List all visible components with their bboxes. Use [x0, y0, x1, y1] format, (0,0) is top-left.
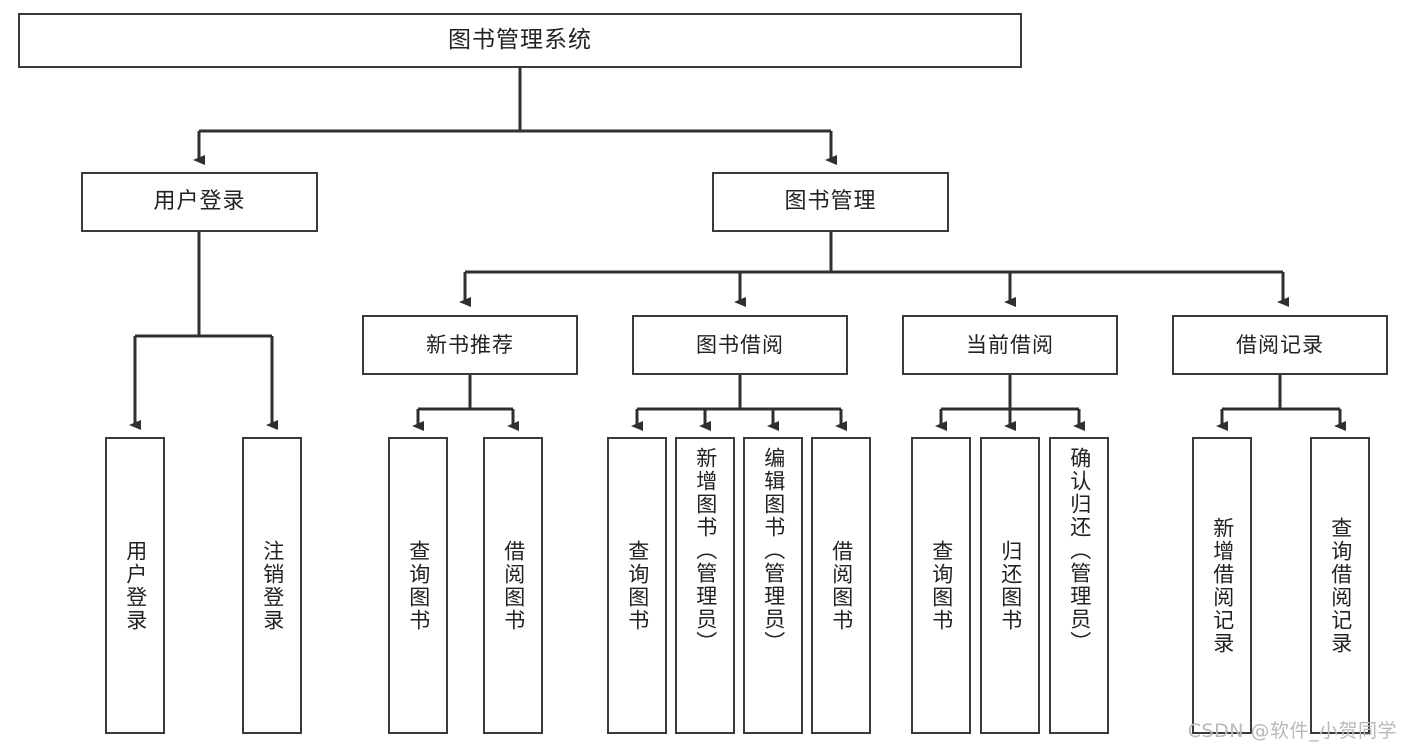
leaf-label: 确认归还（管理员）	[1067, 447, 1092, 654]
leaf-new-book-query-book[interactable]: 查询图书	[388, 437, 448, 734]
node-book-management[interactable]: 图书管理	[712, 172, 949, 232]
node-user-login[interactable]: 用户登录	[81, 172, 318, 232]
leaf-current-borrow-query-book[interactable]: 查询图书	[911, 437, 971, 734]
leaf-user-login-logout[interactable]: 注销登录	[242, 437, 302, 734]
node-current-borrow-label: 当前借阅	[966, 332, 1054, 357]
node-user-login-label: 用户登录	[153, 189, 246, 215]
leaf-label: 新增借阅记录	[1210, 516, 1235, 655]
leaf-label: 新增图书（管理员）	[693, 447, 718, 654]
leaf-label: 查询图书	[406, 539, 431, 632]
leaf-book-borrow-edit-book-admin[interactable]: 编辑图书（管理员）	[743, 437, 803, 734]
node-book-borrow[interactable]: 图书借阅	[632, 315, 848, 375]
leaf-book-borrow-query-book[interactable]: 查询图书	[607, 437, 667, 734]
leaf-label: 注销登录	[260, 539, 285, 632]
leaf-label: 借阅图书	[829, 539, 854, 632]
node-borrow-record[interactable]: 借阅记录	[1172, 315, 1388, 375]
leaf-label: 查询图书	[625, 539, 650, 632]
node-new-book-recommend-label: 新书推荐	[426, 332, 514, 357]
node-book-management-label: 图书管理	[784, 189, 877, 215]
leaf-current-borrow-return-book[interactable]: 归还图书	[980, 437, 1040, 734]
leaf-label: 编辑图书（管理员）	[761, 447, 786, 654]
leaf-label: 查询借阅记录	[1328, 516, 1353, 655]
leaf-new-book-borrow-book[interactable]: 借阅图书	[483, 437, 543, 734]
leaf-label: 用户登录	[123, 539, 148, 632]
node-root-book-management-system[interactable]: 图书管理系统	[18, 13, 1022, 68]
node-root-label: 图书管理系统	[448, 27, 592, 54]
csdn-watermark: CSDN @软件_小贺同学	[1187, 720, 1397, 742]
node-book-borrow-label: 图书借阅	[696, 332, 784, 357]
leaf-label: 查询图书	[929, 539, 954, 632]
leaf-label: 借阅图书	[501, 539, 526, 632]
node-new-book-recommend[interactable]: 新书推荐	[362, 315, 578, 375]
node-borrow-record-label: 借阅记录	[1236, 332, 1324, 357]
leaf-borrow-record-query-record[interactable]: 查询借阅记录	[1310, 437, 1370, 734]
node-current-borrow[interactable]: 当前借阅	[902, 315, 1118, 375]
leaf-current-borrow-confirm-return-admin[interactable]: 确认归还（管理员）	[1049, 437, 1109, 734]
leaf-book-borrow-borrow-book[interactable]: 借阅图书	[811, 437, 871, 734]
leaf-book-borrow-add-book-admin[interactable]: 新增图书（管理员）	[675, 437, 735, 734]
leaf-user-login-login[interactable]: 用户登录	[105, 437, 165, 734]
leaf-borrow-record-add-record[interactable]: 新增借阅记录	[1192, 437, 1252, 734]
leaf-label: 归还图书	[998, 539, 1023, 632]
